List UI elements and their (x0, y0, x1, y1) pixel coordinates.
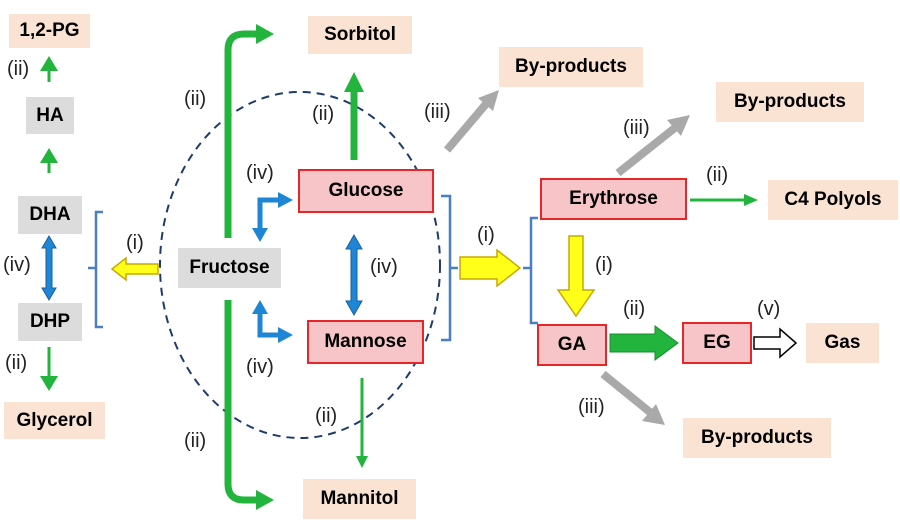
node-byproducts-top: By-products (499, 47, 643, 87)
glucose-mannose-bracket (441, 194, 458, 342)
arrow-fructose-to-mannitol (224, 300, 256, 504)
label-mannose-mannitol: (ii) (315, 405, 338, 427)
node-glycerol: Glycerol (4, 402, 105, 439)
node-mannitol: Mannitol (303, 479, 416, 519)
node-dha: DHA (18, 196, 82, 234)
label-ha-pg: (ii) (7, 58, 30, 80)
node-sorbitol: Sorbitol (308, 16, 412, 54)
arrow-erythrose-to-byproducts (615, 123, 679, 177)
label-glucose-sorbitol: (ii) (312, 103, 335, 125)
node-1-2-pg: 1,2-PG (9, 14, 90, 48)
arrow-to-byproducts-top (443, 101, 490, 153)
arrow-dha-dhp (41, 235, 57, 301)
arrow-erythrose-to-ga (556, 235, 596, 318)
node-byproducts-right: By-products (716, 82, 864, 122)
label-dhp-glycerol: (ii) (5, 352, 28, 374)
node-eg: EG (682, 322, 752, 364)
label-fructose-mannitol: (ii) (184, 430, 207, 452)
node-mannose: Mannose (307, 320, 424, 364)
arrow-fructose-to-sorbitol (224, 30, 256, 238)
arrow-glucose-mannose (345, 233, 363, 317)
label-erythrose-ga: (i) (595, 254, 613, 276)
node-dhp: DHP (18, 303, 82, 341)
label-ga-byproducts: (iii) (578, 396, 605, 418)
label-byproducts-top: (iii) (424, 101, 451, 123)
label-hexose-split: (i) (477, 224, 495, 246)
node-erythrose: Erythrose (540, 178, 687, 220)
arrow-fructose-mannose (257, 310, 278, 338)
label-ga-eg: (ii) (623, 298, 646, 320)
label-erythrose-c4polyols: (ii) (706, 164, 729, 186)
node-gas: Gas (806, 323, 879, 363)
arrow-eg-to-gas (753, 327, 798, 359)
arrow-fructose-glucose (257, 197, 278, 233)
hexose-pool-circle (159, 91, 441, 439)
arrow-ga-to-eg (609, 325, 679, 361)
node-glucose: Glucose (298, 169, 434, 213)
label-dha-dhp: (iv) (3, 254, 31, 276)
label-glucose-mannose: (iv) (370, 256, 398, 278)
label-fructose-triose: (i) (126, 232, 144, 254)
dha-dhp-bracket (88, 210, 103, 329)
node-byproducts-bottom: By-products (683, 418, 831, 458)
label-eg-gas: (v) (757, 298, 781, 320)
node-ha: HA (26, 97, 74, 134)
erythrose-ga-bracket (523, 216, 538, 325)
node-c4-polyols: C4 Polyols (768, 180, 898, 220)
arrow-fructose-to-triose (110, 256, 159, 282)
node-ga: GA (537, 324, 607, 366)
label-fructose-mannose: (iv) (246, 356, 274, 378)
label-fructose-glucose: (iv) (246, 162, 274, 184)
label-fructose-sorbitol: (ii) (184, 88, 207, 110)
arrow-ga-to-byproducts (600, 370, 654, 417)
label-erythrose-byproducts: (iii) (623, 117, 650, 139)
arrow-hexose-split (459, 248, 522, 288)
node-fructose: Fructose (178, 248, 281, 288)
